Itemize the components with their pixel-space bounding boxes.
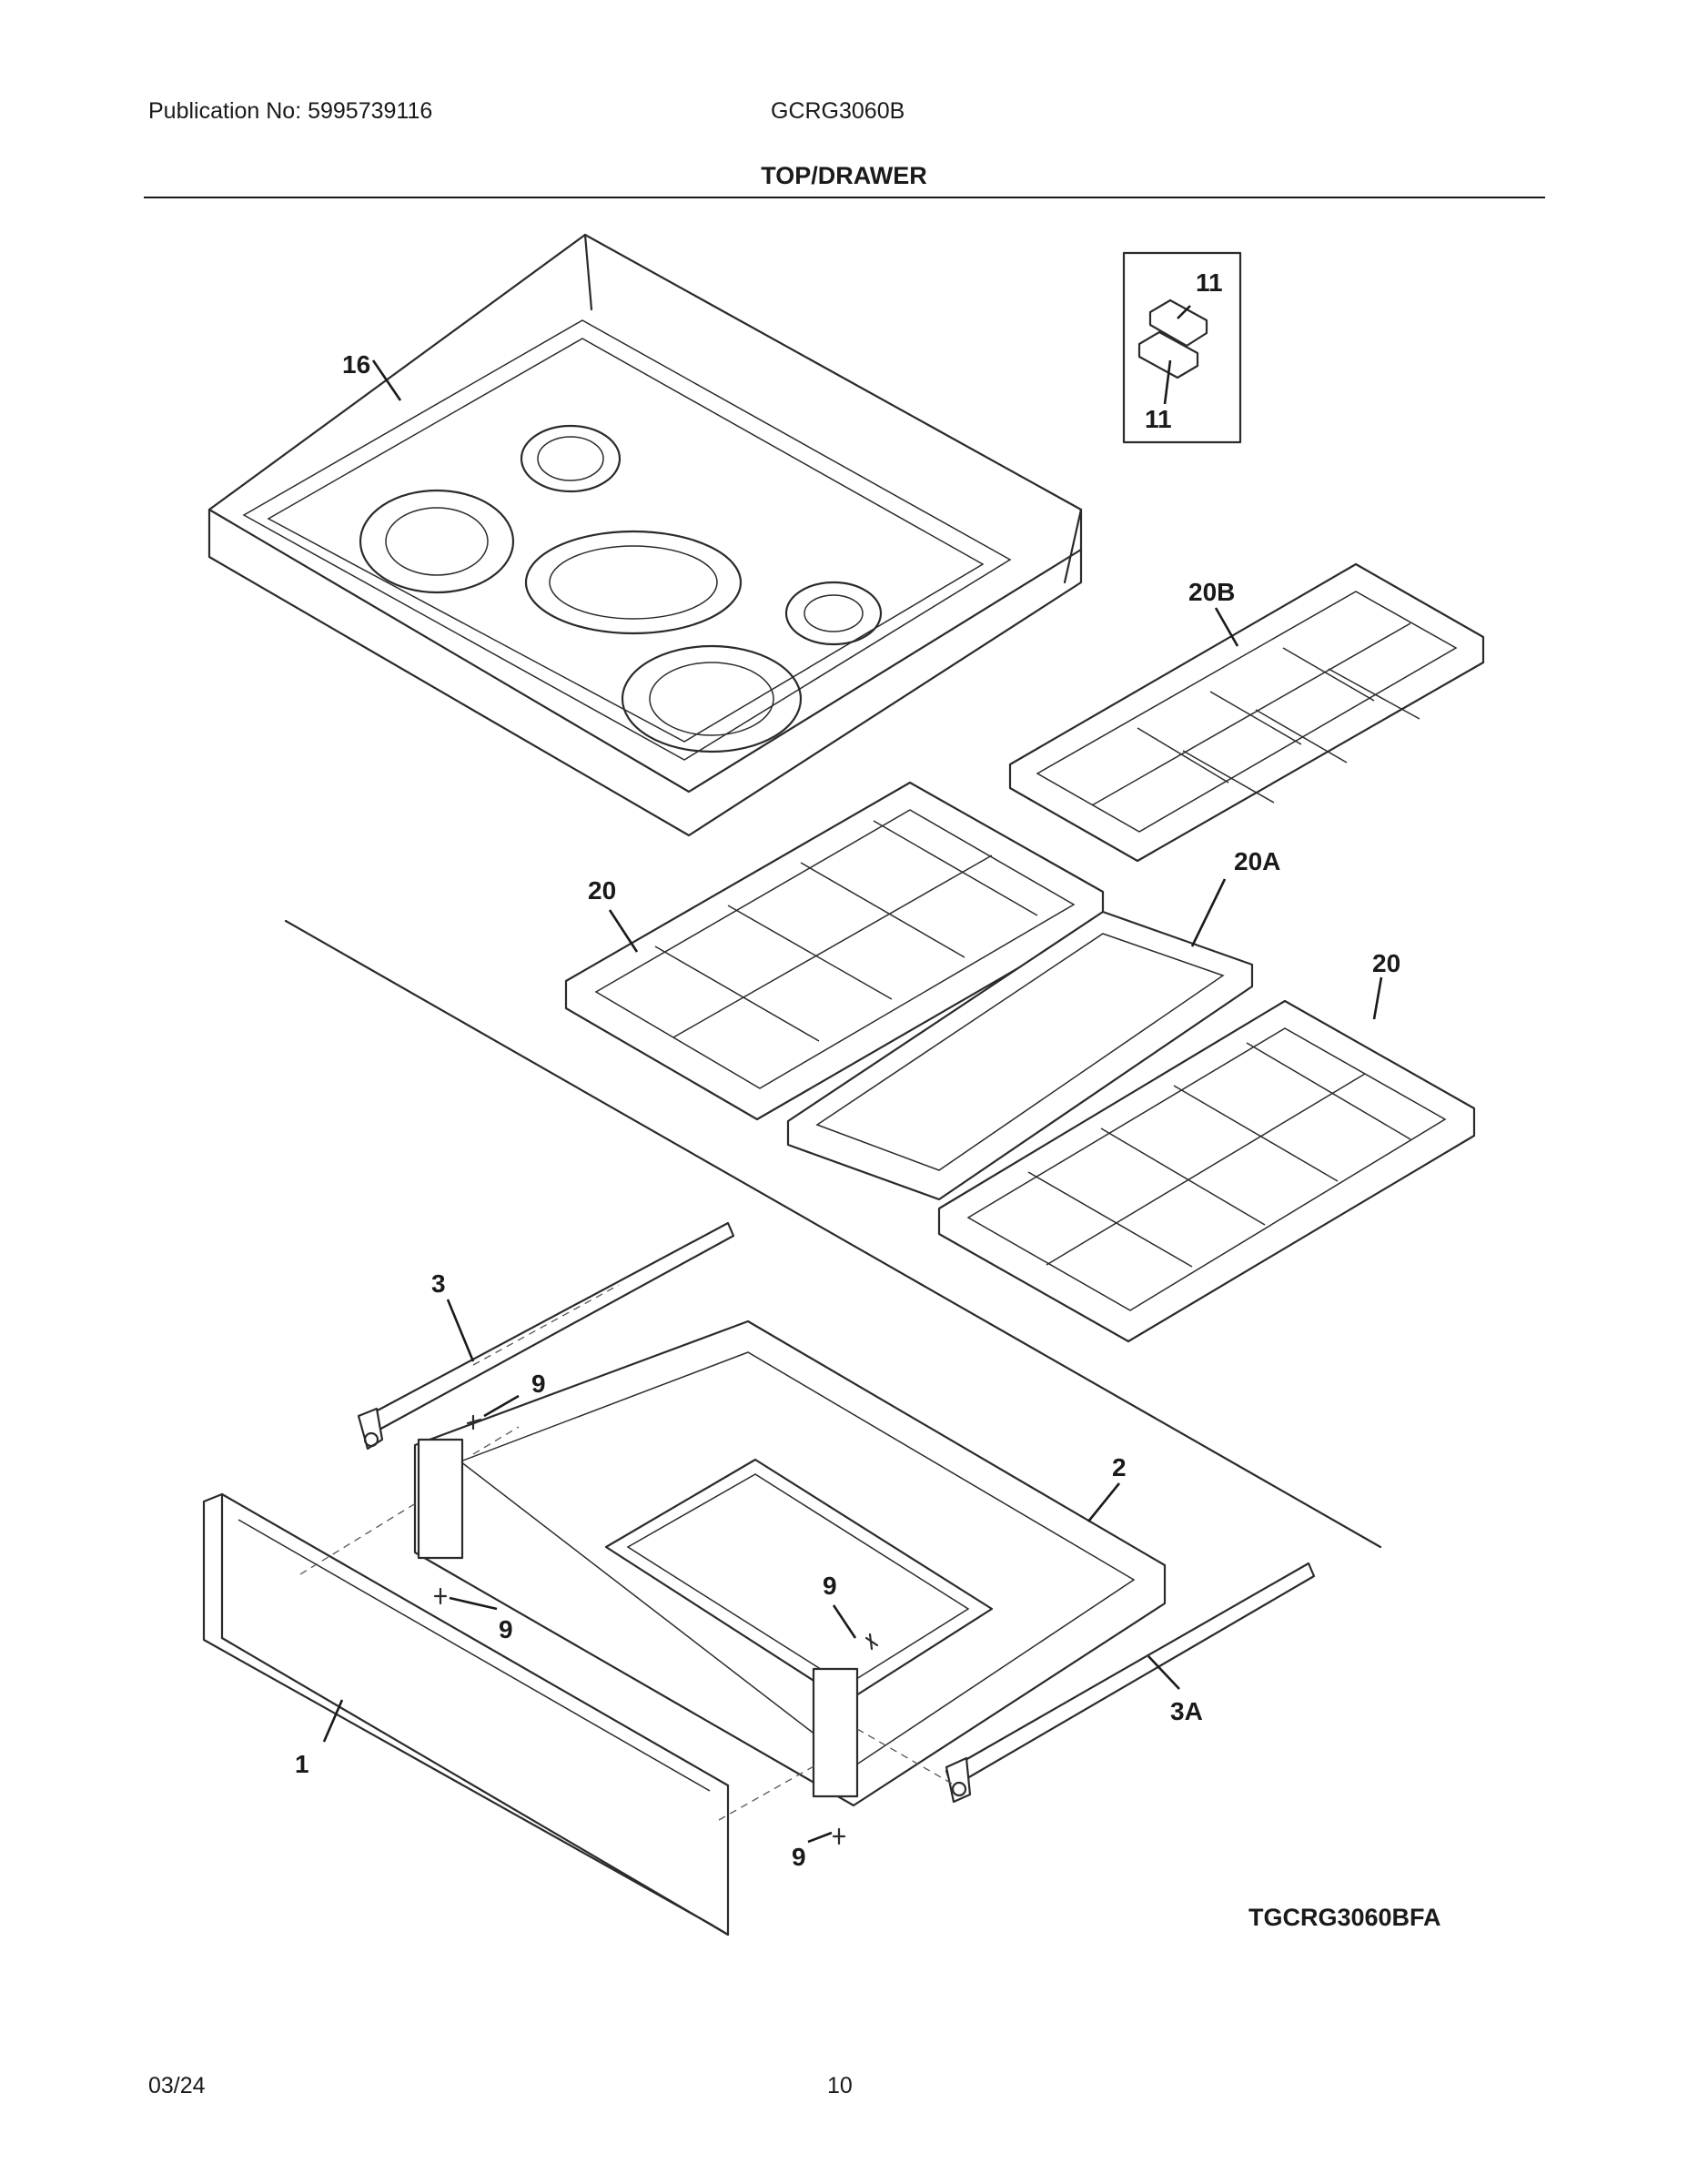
slide-rail-part-3	[357, 1221, 735, 1451]
callout-20A: 20A	[1234, 847, 1280, 875]
callout-3A: 3A	[1170, 1697, 1203, 1725]
drawer-body-part-2	[413, 1320, 1167, 1807]
callout-3: 3	[431, 1269, 446, 1298]
callout-20-right: 20	[1372, 949, 1400, 977]
callout-9-drawer: 9	[823, 1572, 837, 1600]
grate-part-20-right	[937, 999, 1476, 1343]
footer-date: 03/24	[148, 2073, 206, 2098]
header-rule	[144, 197, 1545, 198]
drawer-front-part-1	[202, 1492, 730, 1936]
callout-11-bottom: 11	[1145, 405, 1172, 433]
callout-11-top: 11	[1196, 268, 1223, 297]
leader-lines	[322, 305, 1383, 1844]
model-number: GCRG3060B	[771, 98, 905, 124]
grate-part-20B	[1008, 562, 1485, 863]
callout-20-left: 20	[588, 876, 616, 905]
callout-16: 16	[342, 350, 370, 379]
cooktop-part-16	[207, 233, 1083, 837]
assembly-dashed-lines	[299, 1284, 953, 1821]
publication-number: Publication No: 5995739116	[148, 98, 433, 124]
section-title: TOP/DRAWER	[761, 162, 927, 189]
callout-9-left: 9	[499, 1615, 513, 1643]
page-number: 10	[827, 2073, 853, 2098]
figure-id: TGCRG3060BFA	[1248, 1904, 1441, 1931]
clip-detail-box	[1122, 251, 1242, 444]
section-divider-line	[284, 919, 1382, 1549]
griddle-part-20A	[786, 910, 1254, 1201]
slide-rail-part-3A	[945, 1562, 1316, 1804]
callout-20B: 20B	[1188, 578, 1235, 606]
callout-1: 1	[295, 1750, 309, 1778]
callout-9-bottom: 9	[792, 1843, 806, 1871]
callout-2: 2	[1112, 1453, 1127, 1481]
callout-9-rail: 9	[531, 1370, 546, 1398]
screws-part-9	[433, 1414, 879, 1845]
